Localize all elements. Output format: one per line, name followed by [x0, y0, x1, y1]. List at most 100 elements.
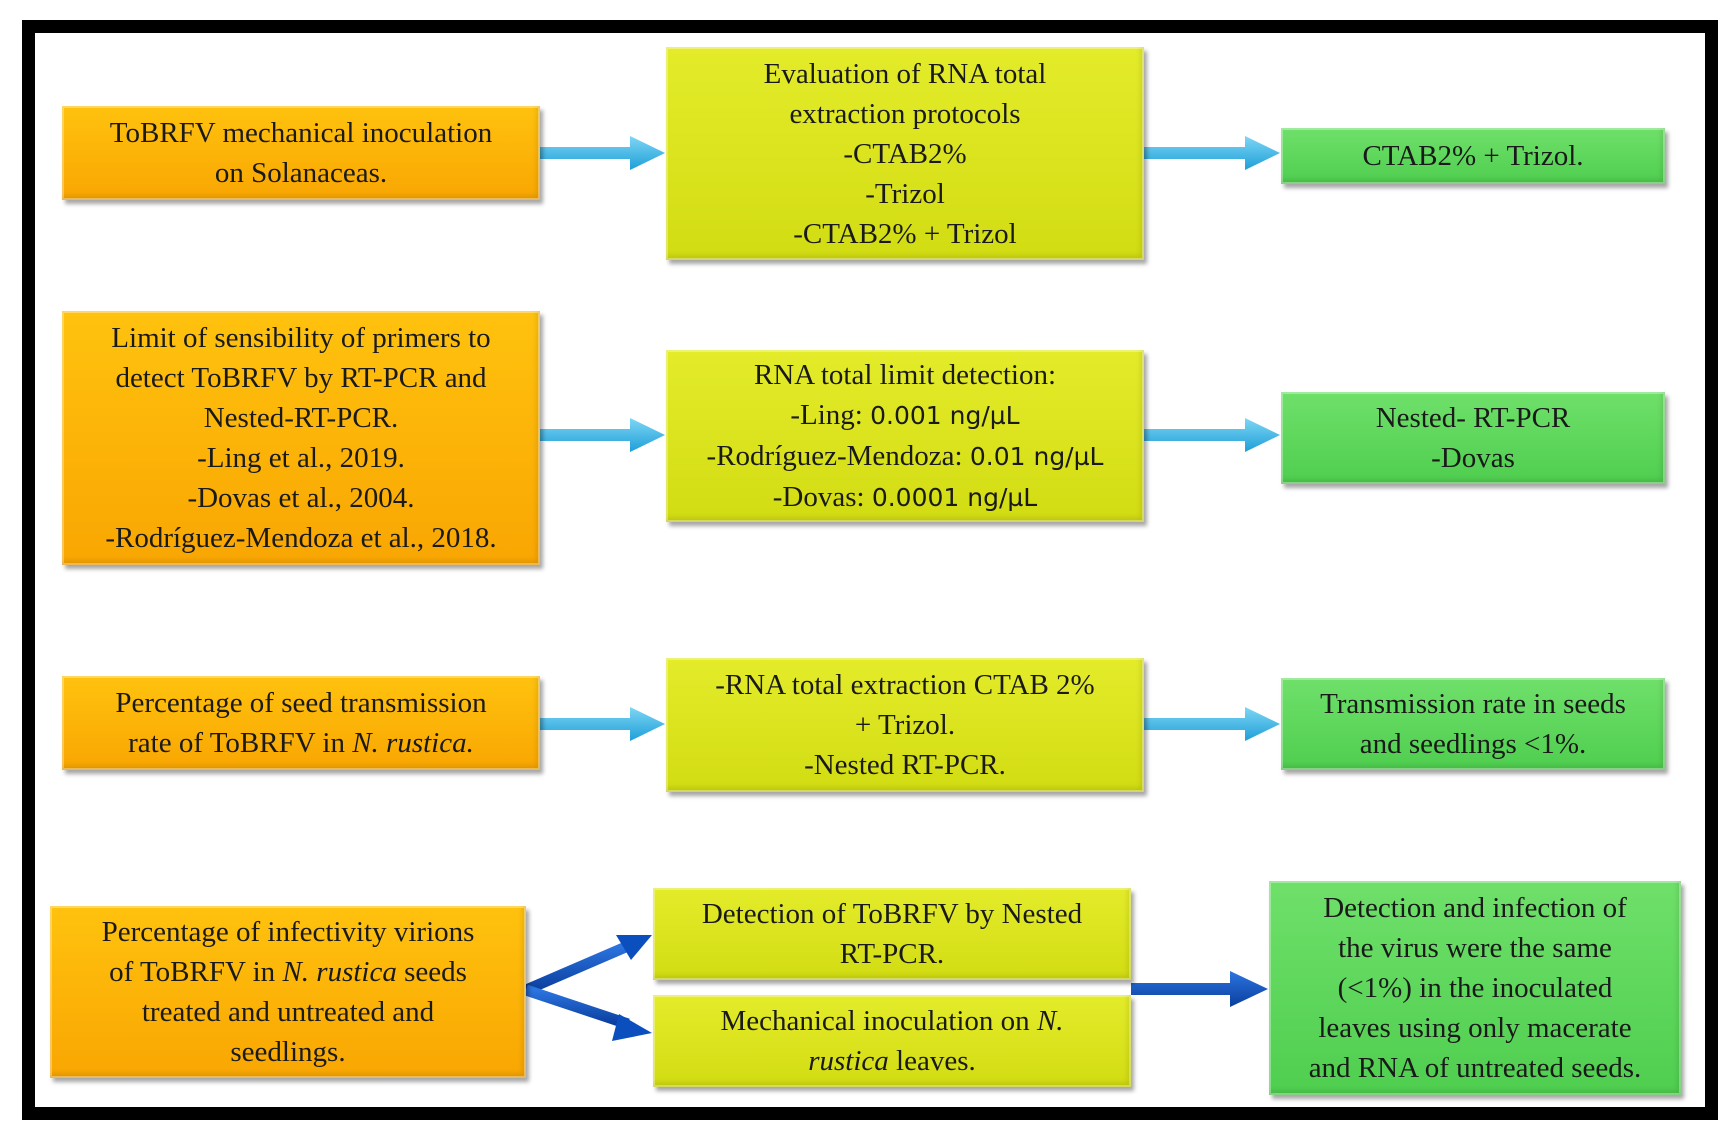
box-text-line: of ToBRFV in N. rustica seeds [102, 952, 475, 992]
box-text-line: Detection of ToBRFV by Nested [702, 894, 1082, 934]
box-text-line: -Dovas: 0.0001 ng/µL [707, 477, 1104, 518]
box-text-segment: -Rodríguez-Mendoza et al., 2018. [105, 522, 497, 554]
box-text-line: Nested-RT-PCR. [105, 398, 496, 438]
box-text-line: rustica leaves. [720, 1041, 1063, 1081]
box-text-segment: 0.001 ng/µL [870, 400, 1020, 430]
box-text-line: -RNA total extraction CTAB 2% [715, 665, 1094, 705]
box-text-segment: + Trizol. [854, 709, 956, 741]
box-text-segment: -Ling et al., 2019. [197, 442, 405, 474]
box-text-segment: and seedlings <1%. [1359, 728, 1587, 760]
box-text-line: Evaluation of RNA total [764, 54, 1047, 94]
arrow-row3-method-to-result [1144, 707, 1280, 741]
box-text-segment: Mechanical inoculation on [720, 1005, 1037, 1037]
box-text-segment: N. rustica. [352, 727, 474, 759]
box-text-segment: -Dovas: [772, 480, 872, 513]
box-text-segment: Detection and infection of [1323, 892, 1627, 924]
box-text-segment: and RNA of untreated seeds. [1308, 1052, 1642, 1084]
box-text-line: on Solanaceas. [110, 153, 492, 193]
box-text-line: rate of ToBRFV in N. rustica. [115, 723, 486, 763]
box-text-segment: Nested- RT-PCR [1375, 402, 1571, 434]
box-text-line: -Dovas et al., 2004. [105, 478, 496, 518]
arrow-row4-branch-down [524, 984, 652, 1041]
box-text-line: Transmission rate in seeds [1320, 684, 1626, 724]
box-text-line: -Rodríguez-Mendoza et al., 2018. [105, 518, 496, 558]
box-text-line: RNA total limit detection: [707, 355, 1104, 395]
box-text-line: Nested- RT-PCR [1376, 398, 1571, 438]
row2-result-box: Nested- RT-PCR -Dovas [1281, 392, 1665, 484]
box-text-segment: N. rustica [282, 956, 397, 988]
box-text-line: extraction protocols [764, 94, 1047, 134]
arrow-row2-input-to-method [540, 418, 665, 452]
box-text-line: RT-PCR. [702, 934, 1082, 974]
box-text-segment: 0.0001 ng/µL [871, 482, 1038, 512]
row4-input-box: Percentage of infectivity virions of ToBR… [50, 906, 526, 1078]
box-text-segment: on Solanaceas. [214, 157, 388, 189]
box-text-line: (<1%) in the inoculated [1309, 968, 1642, 1008]
box-text-line: ToBRFV mechanical inoculation [110, 113, 492, 153]
box-text-segment: treated and untreated and [141, 996, 435, 1028]
arrow-row3-input-to-method [540, 707, 665, 741]
box-text-segment: (<1%) in the inoculated [1337, 972, 1613, 1004]
box-text-segment: extraction protocols [789, 97, 1021, 130]
box-text-line: -Trizol [764, 174, 1047, 214]
box-text-segment: -Nested RT-PCR. [804, 749, 1006, 781]
box-text-segment: leaves. [888, 1045, 976, 1077]
arrow-row2-method-to-result [1144, 418, 1280, 452]
box-text-segment: Nested-RT-PCR. [203, 402, 399, 434]
box-text-segment: RNA total limit detection: [753, 358, 1057, 391]
box-text-segment: rustica [808, 1045, 889, 1077]
box-text-segment: -RNA total extraction CTAB 2% [715, 669, 1095, 701]
box-text-segment: Percentage of infectivity virions [101, 916, 475, 948]
box-text-line: -CTAB2% [764, 134, 1047, 174]
box-text-segment: -Trizol [865, 177, 945, 210]
box-text-line: -Rodríguez-Mendoza: 0.01 ng/µL [707, 436, 1104, 477]
box-text-segment: the virus were the same [1338, 932, 1612, 964]
row4-method-box-inoculation: Mechanical inoculation on N.rustica leav… [653, 995, 1131, 1087]
row4-result-box: Detection and infection of the virus were… [1269, 881, 1681, 1095]
box-text-line: and RNA of untreated seeds. [1309, 1048, 1642, 1088]
row1-input-box: ToBRFV mechanical inoculation on Solanace… [62, 106, 540, 200]
box-text-line: treated and untreated and [102, 992, 475, 1032]
box-text-segment: seeds [396, 956, 467, 988]
arrow-row4-method-to-result [1131, 971, 1268, 1007]
row1-result-box: CTAB2% + Trizol. [1281, 128, 1665, 184]
box-text-segment: Transmission rate in seeds [1320, 688, 1626, 720]
box-text-segment: seedlings. [230, 1036, 346, 1068]
box-text-line: Percentage of seed transmission [115, 683, 486, 723]
box-text-line: Percentage of infectivity virions [102, 912, 475, 952]
box-text-line: -Ling et al., 2019. [105, 438, 496, 478]
box-text-line: the virus were the same [1309, 928, 1642, 968]
box-text-line: -Dovas [1376, 438, 1571, 478]
box-text-line: CTAB2% + Trizol. [1362, 136, 1583, 176]
box-text-segment: -Dovas et al., 2004. [187, 482, 415, 514]
box-text-segment: rate of ToBRFV in [128, 727, 353, 759]
box-text-segment: RT-PCR. [839, 938, 945, 970]
box-text-segment: leaves using only macerate [1318, 1012, 1632, 1044]
row3-method-box: -RNA total extraction CTAB 2% + Trizol. -N… [666, 658, 1144, 792]
box-text-line: Detection and infection of [1309, 888, 1642, 928]
box-text-segment: ToBRFV mechanical inoculation [109, 117, 493, 149]
box-text-segment: Evaluation of RNA total [763, 57, 1047, 90]
box-text-segment: -CTAB2% [843, 137, 967, 170]
box-text-line: Limit of sensibility of primers to [105, 318, 496, 358]
arrow-row1-method-to-result [1144, 136, 1280, 170]
box-text-segment: -Ling: [790, 398, 871, 431]
box-text-segment: -Rodríguez-Mendoza: [706, 439, 970, 472]
box-text-segment: Limit of sensibility of primers to [111, 322, 491, 354]
arrow-row4-branch-up [523, 935, 652, 996]
box-text-line: Mechanical inoculation on N. [720, 1001, 1063, 1041]
box-text-line: -Nested RT-PCR. [715, 745, 1094, 785]
box-text-line: + Trizol. [715, 705, 1094, 745]
box-text-line: leaves using only macerate [1309, 1008, 1642, 1048]
box-text-segment: CTAB2% + Trizol. [1362, 140, 1584, 172]
box-text-segment: 0.01 ng/µL [969, 441, 1104, 471]
box-text-line: -CTAB2% + Trizol [764, 214, 1047, 254]
row1-method-box: Evaluation of RNA total extraction protoc… [666, 47, 1144, 260]
row2-method-box: RNA total limit detection: -Ling: 0.001 n… [666, 350, 1144, 522]
box-text-line: and seedlings <1%. [1320, 724, 1626, 764]
row3-result-box: Transmission rate in seeds and seedlings … [1281, 678, 1665, 770]
